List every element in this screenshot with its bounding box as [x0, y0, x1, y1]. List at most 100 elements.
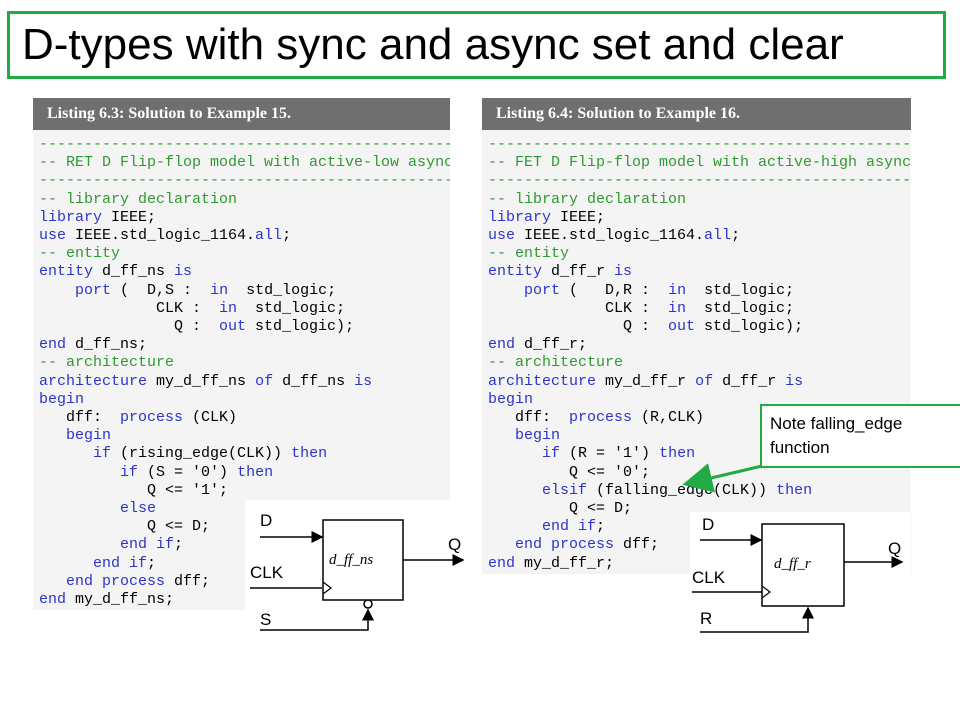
- code-line: ----------------------------------------…: [39, 172, 450, 189]
- code-comment: ----------------------------------------…: [488, 172, 911, 190]
- code-text: Q <= '0';: [488, 463, 651, 481]
- code-text: d_ff_ns: [93, 263, 175, 281]
- code-text: (R = '1'): [560, 445, 660, 463]
- code-text: [488, 427, 515, 444]
- code-line: if (S = '0') then: [39, 464, 273, 481]
- code-line: -- architecture: [39, 354, 174, 371]
- title-box: D-types with sync and async set and clea…: [7, 11, 946, 79]
- code-text: (R,CLK): [632, 409, 705, 427]
- note-line-2: function: [770, 438, 830, 457]
- code-line: -- RET D Flip-flop model with active-low…: [39, 154, 450, 171]
- code-line: end d_ff_r;: [488, 336, 587, 353]
- code-keyword: use: [488, 227, 516, 245]
- input-r-label: R: [700, 609, 712, 628]
- code-keyword: in: [210, 281, 229, 299]
- code-text: [39, 536, 120, 553]
- code-keyword: end: [488, 336, 516, 354]
- code-line: -- library declaration: [39, 191, 237, 208]
- code-line: end my_d_ff_r;: [488, 555, 614, 572]
- code-line: dff: process (R,CLK): [488, 409, 704, 426]
- code-text: [39, 464, 120, 481]
- code-line: port ( D,S : in std_logic;: [39, 282, 336, 299]
- code-text: dff;: [614, 536, 660, 554]
- code-text: ;: [282, 227, 292, 245]
- code-line: end if;: [39, 536, 183, 553]
- code-line: end process dff;: [488, 536, 659, 553]
- code-line: Q : out std_logic);: [39, 318, 354, 335]
- code-line: architecture my_d_ff_r of d_ff_r is: [488, 373, 803, 390]
- diagram-right: d_ff_r D CLK Q R: [690, 512, 910, 640]
- code-keyword: begin: [39, 390, 85, 408]
- code-keyword: begin: [488, 390, 534, 408]
- code-line: Q <= D;: [488, 500, 632, 517]
- note-callout: Note falling_edge function: [760, 404, 960, 468]
- code-line: -- architecture: [488, 354, 623, 371]
- listing-left: Listing 6.3: Solution to Example 15. ---…: [33, 98, 450, 610]
- code-comment: -- entity: [39, 245, 121, 263]
- code-line: end d_ff_ns;: [39, 336, 147, 353]
- code-text: d_ff_r: [713, 372, 786, 390]
- code-text: [488, 482, 542, 499]
- code-keyword: is: [785, 372, 804, 390]
- code-text: my_d_ff_ns: [147, 372, 256, 390]
- code-keyword: out: [668, 318, 696, 336]
- code-text: CLK :: [39, 299, 220, 317]
- code-comment: ----------------------------------------…: [39, 172, 450, 190]
- code-text: std_logic);: [695, 318, 804, 336]
- code-line: Q <= D;: [39, 518, 210, 535]
- code-line: end if;: [39, 555, 156, 572]
- diagram-left: d_ff_ns D CLK Q S: [245, 500, 470, 635]
- code-line: -- entity: [39, 245, 120, 262]
- code-text: [39, 427, 66, 444]
- code-comment: -- architecture: [39, 354, 175, 372]
- listing-left-header: Listing 6.3: Solution to Example 15.: [33, 98, 450, 130]
- listing-left-code: ----------------------------------------…: [33, 130, 450, 609]
- note-line-1: Note falling_edge: [770, 414, 903, 433]
- code-line: entity d_ff_ns is: [39, 263, 192, 280]
- code-text: IEEE;: [102, 208, 157, 226]
- code-keyword: of: [255, 372, 274, 390]
- code-line: architecture my_d_ff_ns of d_ff_ns is: [39, 373, 372, 390]
- code-text: [39, 445, 93, 462]
- code-text: ;: [174, 536, 184, 554]
- code-keyword: library: [488, 208, 552, 226]
- code-keyword: out: [219, 318, 247, 336]
- block-label: d_ff_r: [774, 556, 811, 572]
- code-keyword: is: [614, 263, 633, 281]
- code-line: begin: [488, 391, 533, 408]
- code-comment: ----------------------------------------…: [39, 136, 450, 153]
- code-comment: -- library declaration: [488, 190, 687, 208]
- code-text: [39, 555, 93, 572]
- code-line: -- entity: [488, 245, 569, 262]
- output-q-label: Q: [888, 539, 901, 558]
- code-text: ;: [147, 554, 157, 572]
- flip-flop-block: [761, 523, 845, 607]
- code-line: Q : out std_logic);: [488, 318, 803, 335]
- code-keyword: architecture: [39, 372, 148, 390]
- code-line: if (rising_edge(CLK)) then: [39, 445, 327, 462]
- code-text: [488, 536, 515, 553]
- code-comment: -- architecture: [488, 354, 624, 372]
- code-text: Q :: [39, 318, 220, 336]
- code-keyword: end process: [515, 536, 615, 554]
- code-line: CLK : in std_logic;: [488, 300, 794, 317]
- code-keyword: all: [704, 227, 732, 245]
- code-text: std_logic;: [228, 281, 337, 299]
- code-text: ( D,R :: [560, 281, 669, 299]
- code-text: [39, 500, 120, 517]
- code-keyword: then: [237, 463, 274, 481]
- code-text: ;: [731, 227, 741, 245]
- code-keyword: end if: [93, 554, 148, 572]
- code-keyword: is: [354, 372, 373, 390]
- code-line: begin: [39, 391, 84, 408]
- code-text: CLK :: [488, 299, 669, 317]
- input-s-label: S: [260, 610, 271, 629]
- code-keyword: end: [39, 336, 67, 354]
- code-text: Q <= D;: [39, 518, 211, 536]
- code-text: dff:: [488, 409, 570, 427]
- code-keyword: else: [120, 500, 157, 518]
- code-text: d_ff_r: [542, 263, 615, 281]
- code-line: port ( D,R : in std_logic;: [488, 282, 794, 299]
- code-line: ----------------------------------------…: [488, 172, 911, 189]
- code-text: std_logic);: [246, 318, 355, 336]
